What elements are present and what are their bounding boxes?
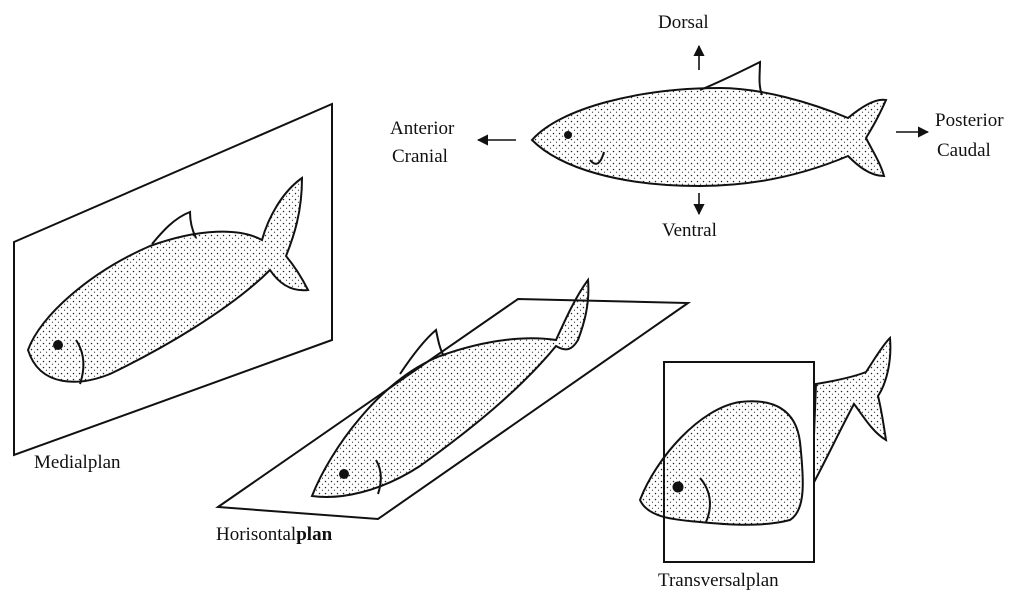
label-anterior: Anterior [390, 118, 454, 140]
horizontal-fish-eye [339, 469, 349, 479]
transversal-fish-tail-section [812, 338, 890, 486]
label-caudal: Caudal [937, 140, 991, 162]
label-medialplan: Medialplan [34, 452, 121, 474]
orientation-fish-body [532, 88, 886, 186]
transversal-fish-eye [673, 482, 684, 493]
transversal-plane-group [640, 338, 890, 562]
label-horisontalplan-prefix: Horisontal [216, 524, 296, 545]
label-horisontalplan-suffix: plan [296, 524, 332, 545]
label-posterior: Posterior [935, 110, 1004, 132]
medial-fish-eye [53, 340, 63, 350]
label-transversalplan: Transversalplan [658, 570, 779, 592]
orientation-fish [532, 62, 886, 186]
label-dorsal: Dorsal [658, 12, 709, 34]
label-cranial: Cranial [392, 146, 448, 168]
medial-plane-group [14, 104, 332, 455]
orientation-fish-eye [564, 131, 572, 139]
label-horisontalplan: Horisontalplan [216, 524, 332, 546]
label-ventral: Ventral [662, 220, 717, 242]
